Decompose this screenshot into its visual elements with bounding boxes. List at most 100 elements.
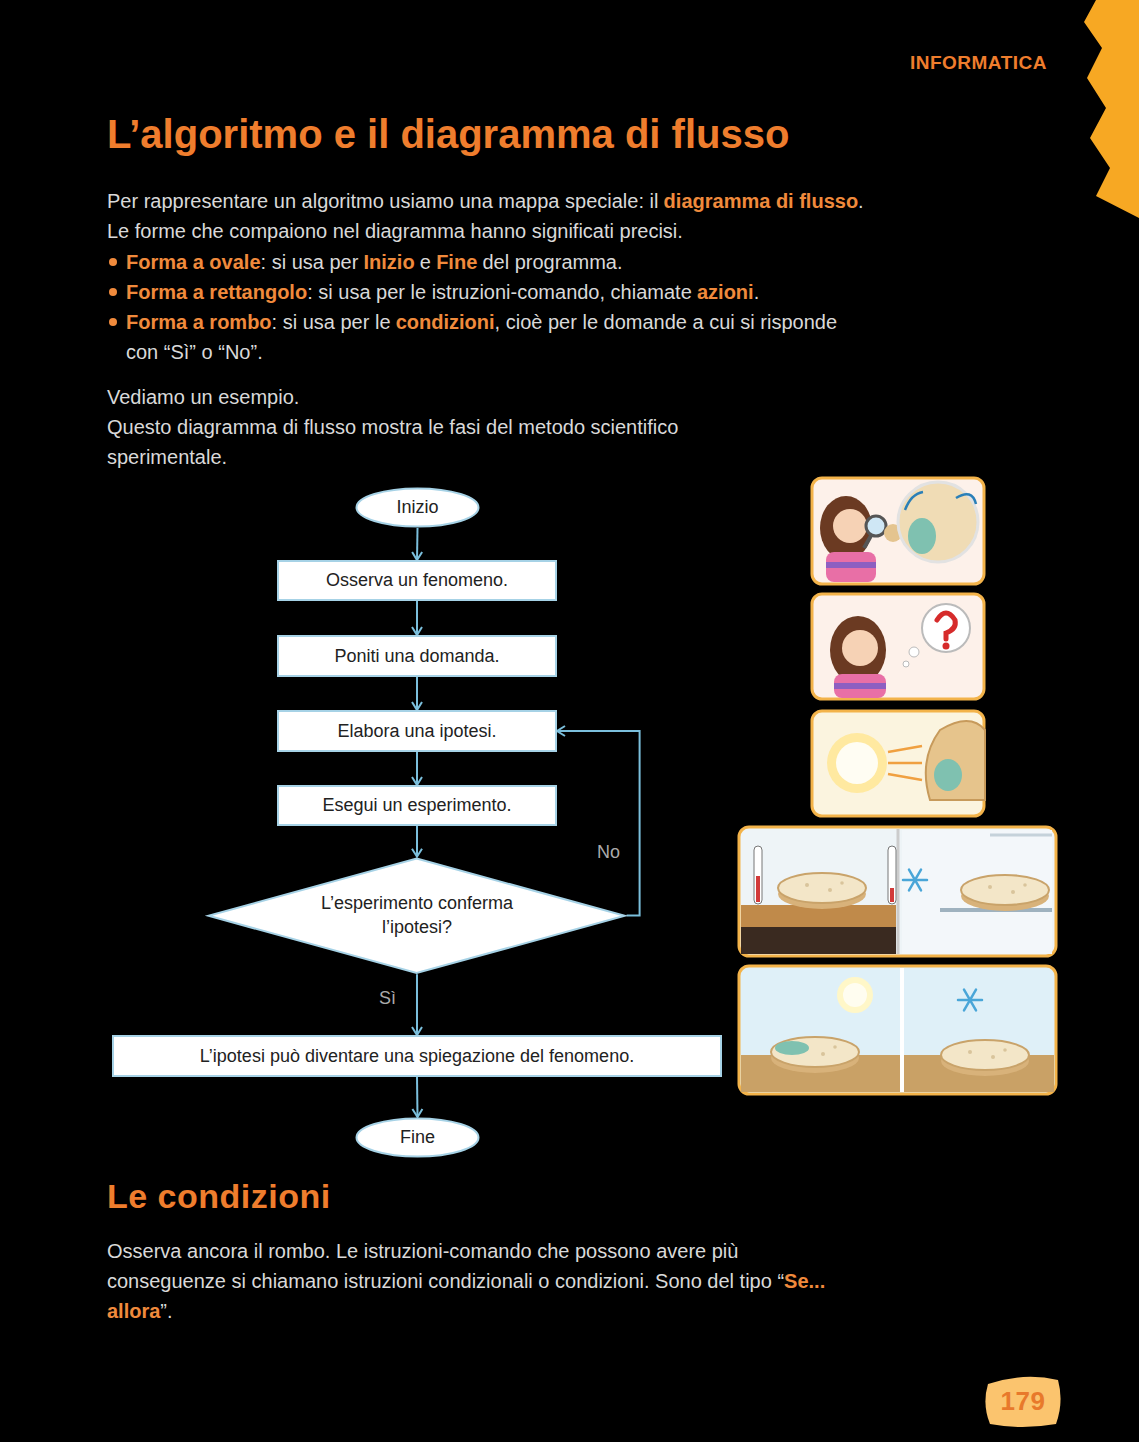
bullet-dots-part: [109, 258, 117, 266]
question-picture: [812, 594, 984, 699]
page-edge-decoration: [1084, 0, 1139, 218]
node-label: Fine: [400, 1125, 435, 1149]
process-box: Esegui un esperimento.: [277, 785, 557, 826]
bullet-item: Forma a ovale: si usa perInizioeFinedel …: [126, 247, 866, 277]
result-picture-part: [900, 968, 904, 1092]
body-text: : si usa per: [261, 251, 359, 273]
node-outline-part: [278, 786, 556, 825]
experiment-picture: [739, 827, 1056, 956]
observe-picture-part: [898, 482, 978, 562]
experiment-picture-part: [897, 829, 900, 954]
keyword: Fine: [436, 251, 477, 273]
page-number-tab-part: [985, 1377, 1060, 1427]
hypothesis-picture: [812, 711, 985, 816]
node-outline-part: [209, 858, 625, 973]
hypothesis-picture-part: [827, 733, 887, 793]
question-picture-part: [812, 594, 984, 699]
flow-arrow: [416, 1077, 419, 1117]
hypothesis-picture-part: [836, 742, 878, 784]
bullet-item: Forma a rombo: si usa per lecondizioni, …: [126, 307, 846, 367]
body-text: Vediamo un esempio.: [107, 382, 807, 412]
observe-picture-part: [820, 496, 872, 560]
observe-picture-part: [905, 492, 923, 510]
node-outline-part: [278, 636, 556, 676]
experiment-picture-part: [739, 827, 1056, 956]
branch-label: No: [594, 842, 623, 864]
question-picture-part: [943, 643, 950, 650]
body-text: e: [420, 251, 431, 273]
body-text: Vediamo un esempio.: [107, 386, 299, 408]
result-picture-part: [771, 1037, 859, 1073]
question-picture-part: [922, 604, 970, 652]
body-text: Osserva ancora il rombo. Le istruzioni-c…: [107, 1236, 837, 1326]
keyword: condizioni: [396, 311, 495, 333]
experiment-picture-part: [778, 873, 866, 909]
result-picture-part: [958, 990, 982, 1011]
node-outline-part: [278, 561, 556, 600]
node-outline-part: [113, 1036, 721, 1076]
bullet-dots-part: [109, 288, 117, 296]
observe-picture-part: [826, 552, 876, 582]
experiment-picture-part: [754, 846, 762, 904]
observe-picture-part: [866, 516, 886, 536]
experiment-picture-part: [902, 830, 1052, 954]
question-picture-part: [834, 683, 886, 689]
node-label: Elabora una ipotesi.: [337, 719, 496, 743]
experiment-picture-part: [961, 875, 1049, 911]
node-body: Esegui un esperimento.: [277, 785, 557, 826]
node-label: Esegui un esperimento.: [322, 793, 511, 817]
body-text: .: [754, 281, 760, 303]
body-text: : si usa per le: [272, 311, 391, 333]
hypothesis-picture-part-part: [888, 746, 922, 752]
result-picture-part: [941, 1040, 1029, 1076]
body-text: Questo diagramma di flusso mostra le fas…: [107, 412, 787, 472]
node-outline-part: [357, 489, 479, 527]
keyword: Forma a ovale: [126, 251, 261, 273]
node-outline: [207, 857, 626, 975]
question-picture-part: [834, 674, 886, 698]
page-title: L’algoritmo e il diagramma di flusso: [107, 110, 789, 158]
experiment-picture-part: [890, 888, 894, 902]
observe-picture-part: [956, 494, 976, 504]
node-body: Osserva un fenomeno.: [277, 560, 557, 601]
section-heading: Le condizioni: [107, 1176, 707, 1217]
observe-picture-part: [833, 509, 867, 543]
node-body: Elabora una ipotesi.: [277, 710, 557, 752]
flow-arrow: [557, 731, 640, 915]
process-box: Elabora una ipotesi.: [277, 710, 557, 752]
flow-arrow: [416, 677, 418, 710]
hypothesis-picture-part-part: [888, 774, 922, 780]
body-text: Questo diagramma di flusso mostra le fas…: [107, 416, 678, 468]
node-outline-part: [278, 711, 556, 751]
result-picture-part: [843, 983, 867, 1007]
node-label: Poniti una domanda.: [334, 644, 499, 668]
result-picture-part: [837, 977, 873, 1013]
node-body: Fine: [355, 1117, 480, 1158]
result-picture: [739, 966, 1056, 1094]
keyword: diagramma di flusso: [664, 190, 859, 212]
body-text: ”.: [160, 1300, 172, 1322]
node-label: Inizio: [396, 495, 438, 519]
intro-paragraph: Per rappresentare un algoritmo usiamo un…: [107, 186, 877, 246]
result-picture-part: [775, 1041, 809, 1055]
body-text: del programma.: [482, 251, 622, 273]
observe-picture-part: [908, 518, 936, 554]
node-label: Osserva un fenomeno.: [326, 568, 508, 592]
process-box: Osserva un fenomeno.: [277, 560, 557, 601]
node-body: L’ipotesi può diventare una spiegazione …: [112, 1035, 722, 1077]
page-number: 179: [988, 1386, 1058, 1417]
flow-arrow: [416, 752, 418, 785]
keyword: Inizio: [364, 251, 415, 273]
hypothesis-picture-part: [888, 746, 922, 780]
observe-picture: [812, 478, 984, 584]
start-oval: Inizio: [355, 487, 480, 528]
body-text: : si usa per le istruzioni-comando, chia…: [307, 281, 692, 303]
flow-arrow: [416, 974, 418, 1035]
node-outline-part: [357, 1119, 479, 1157]
body-text: Osserva ancora il rombo. Le istruzioni-c…: [107, 1240, 784, 1292]
observe-picture-part: [812, 478, 984, 584]
experiment-picture-part: [990, 834, 1052, 837]
node-label: L’ipotesi può diventare una spiegazione …: [200, 1044, 634, 1068]
